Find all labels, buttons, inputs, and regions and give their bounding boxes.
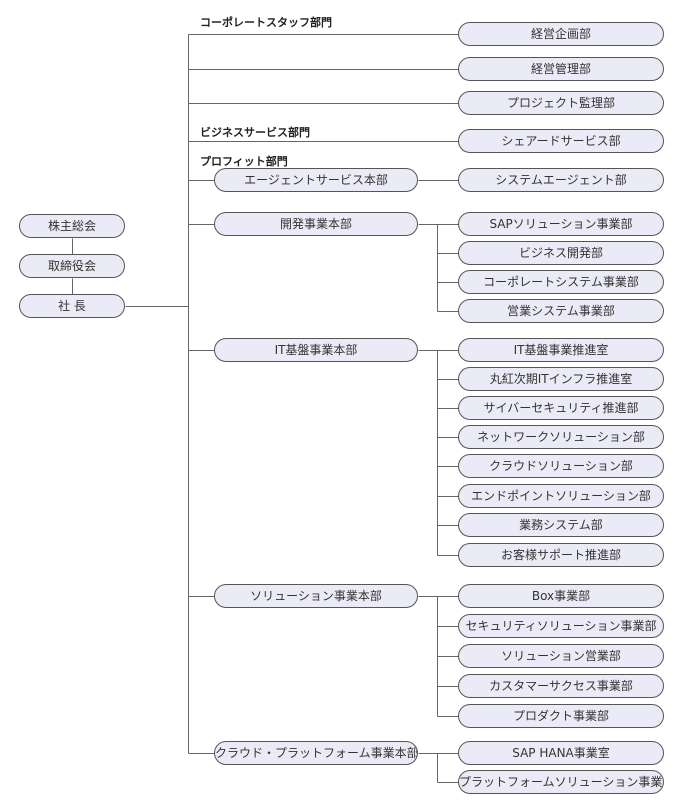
node-department: コーポレートシステム事業部 bbox=[458, 270, 664, 294]
node-department: プラットフォームソリューション事業室 bbox=[458, 770, 664, 794]
node-department: お客様サポート推進部 bbox=[458, 543, 664, 567]
node-department: 営業システム事業部 bbox=[458, 299, 664, 323]
node-department: SAP HANA事業室 bbox=[458, 741, 664, 765]
node-department: IT基盤事業推進室 bbox=[458, 338, 664, 362]
node-department: Box事業部 bbox=[458, 584, 664, 608]
node-department: 業務システム部 bbox=[458, 513, 664, 537]
node-headquarters-it-infrastructure: IT基盤事業本部 bbox=[214, 338, 418, 362]
node-department: ソリューション営業部 bbox=[458, 644, 664, 668]
node-department: ネットワークソリューション部 bbox=[458, 425, 664, 449]
node-president: 社 長 bbox=[19, 294, 125, 318]
node-department: サイバーセキュリティ推進部 bbox=[458, 396, 664, 420]
section-label-profit: プロフィット部門 bbox=[200, 155, 288, 168]
section-label-business-service: ビジネスサービス部門 bbox=[200, 126, 310, 139]
node-department: SAPソリューション事業部 bbox=[458, 212, 664, 236]
node-department: クラウドソリューション部 bbox=[458, 454, 664, 478]
node-headquarters-agent-service: エージェントサービス本部 bbox=[214, 168, 418, 192]
node-department: シェアードサービス部 bbox=[458, 129, 664, 153]
node-shareholders-meeting: 株主総会 bbox=[19, 214, 125, 238]
node-department: カスタマーサクセス事業部 bbox=[458, 674, 664, 698]
node-department: プロジェクト監理部 bbox=[458, 91, 664, 115]
node-headquarters-solutions: ソリューション事業本部 bbox=[214, 584, 418, 608]
node-department: 丸紅次期ITインフラ推進室 bbox=[458, 367, 664, 391]
node-department: セキュリティソリューション事業部 bbox=[458, 614, 664, 638]
node-headquarters-development: 開発事業本部 bbox=[214, 212, 418, 236]
node-department: 経営企画部 bbox=[458, 22, 664, 46]
node-department: システムエージェント部 bbox=[458, 168, 664, 192]
node-department: プロダクト事業部 bbox=[458, 704, 664, 728]
node-board-of-directors: 取締役会 bbox=[19, 254, 125, 278]
node-headquarters-cloud-platform: クラウド・プラットフォーム事業本部 bbox=[214, 741, 418, 765]
node-department: エンドポイントソリューション部 bbox=[458, 484, 664, 508]
node-department: 経営管理部 bbox=[458, 57, 664, 81]
node-department: ビジネス開発部 bbox=[458, 241, 664, 265]
section-label-corporate-staff: コーポレートスタッフ部門 bbox=[200, 16, 332, 29]
